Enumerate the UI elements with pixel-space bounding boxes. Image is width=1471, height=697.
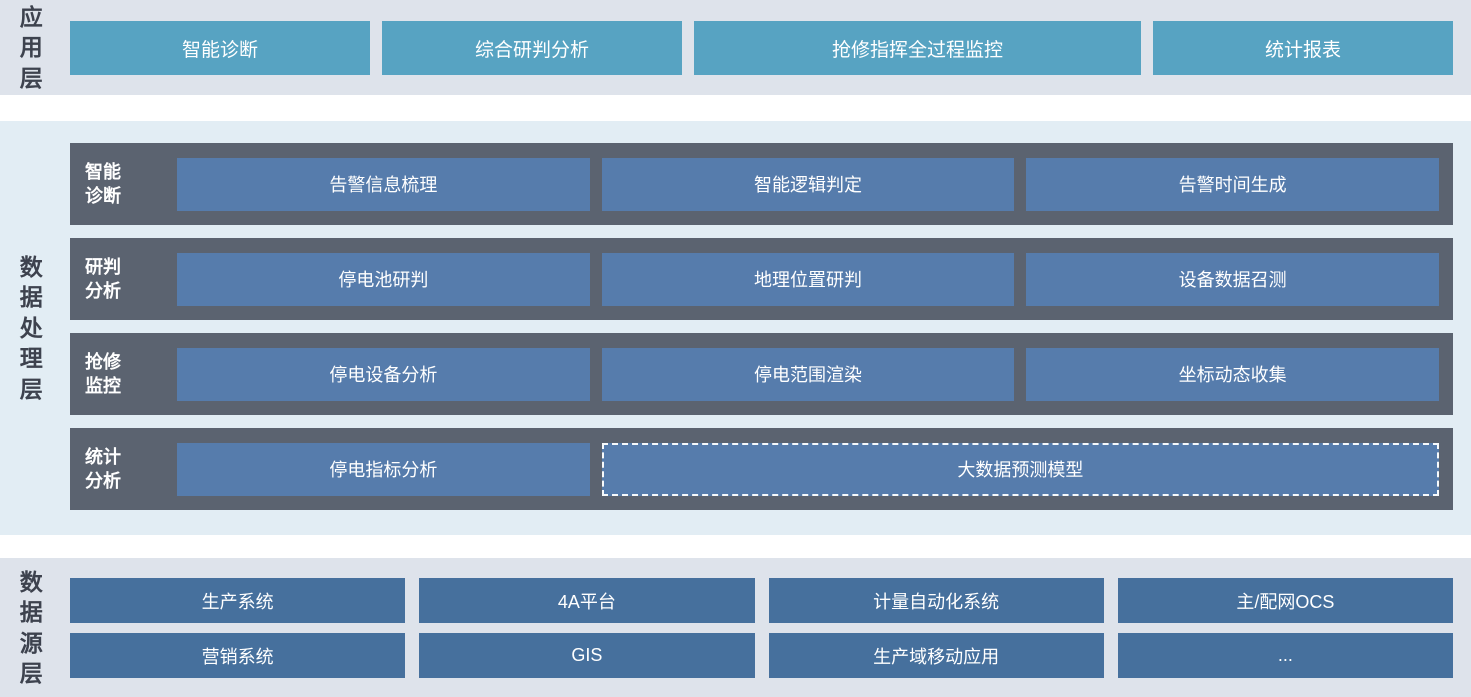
proc-box-smart-logic-judgment: 智能逻辑判定 xyxy=(601,157,1015,211)
proc-box-alarm-info-sorting: 告警信息梳理 xyxy=(177,157,590,211)
proc-row-label: 统计 分析 xyxy=(85,446,121,491)
proc-row-label: 智能 诊断 xyxy=(85,161,121,206)
app-button-repair-command-monitoring: 抢修指挥全过程监控 xyxy=(694,21,1141,75)
proc-box-big-data-prediction-model: 大数据预测模型 xyxy=(601,442,1439,496)
proc-row-boxes: 告警信息梳理 智能逻辑判定 告警时间生成 xyxy=(177,157,1439,211)
source-layer-label-text: 数据源层 xyxy=(19,568,43,686)
proc-row-smart-diagnosis: 智能 诊断 告警信息梳理 智能逻辑判定 告警时间生成 xyxy=(70,143,1453,225)
processing-rows: 智能 诊断 告警信息梳理 智能逻辑判定 告警时间生成 研判 分析 停电池研判 地… xyxy=(70,143,1453,510)
src-box-more: ... xyxy=(1117,633,1453,678)
app-button-statistical-reports: 统计报表 xyxy=(1153,21,1453,75)
processing-layer-label-text: 数据处理层 xyxy=(19,254,43,402)
proc-box-outage-pool-judgment: 停电池研判 xyxy=(177,252,590,306)
src-box-marketing-system: 营销系统 xyxy=(70,633,406,678)
src-box-production-mobile-app: 生产域移动应用 xyxy=(768,633,1104,678)
src-box-production-system: 生产系统 xyxy=(70,578,406,623)
proc-box-geo-location-judgment: 地理位置研判 xyxy=(601,252,1015,306)
processing-layer-label: 数据处理层 xyxy=(19,121,43,535)
proc-box-outage-device-analysis: 停电设备分析 xyxy=(177,347,590,401)
application-layer-label: 应用层 xyxy=(19,0,43,95)
proc-row-statistical-analysis: 统计 分析 停电指标分析 大数据预测模型 xyxy=(70,428,1453,510)
src-box-gis: GIS xyxy=(419,633,755,678)
proc-box-device-data-recall: 设备数据召测 xyxy=(1026,252,1439,306)
proc-box-outage-range-rendering: 停电范围渲染 xyxy=(601,347,1015,401)
proc-box-alarm-time-generation: 告警时间生成 xyxy=(1026,157,1439,211)
src-box-metering-automation-system: 计量自动化系统 xyxy=(768,578,1104,623)
proc-row-boxes: 停电设备分析 停电范围渲染 坐标动态收集 xyxy=(177,347,1439,401)
processing-layer-band: 数据处理层 智能 诊断 告警信息梳理 智能逻辑判定 告警时间生成 研判 分析 停… xyxy=(0,121,1471,535)
proc-row-label: 抢修 监控 xyxy=(85,351,121,396)
source-grid: 生产系统 4A平台 计量自动化系统 主/配网OCS 营销系统 GIS 生产域移动… xyxy=(70,578,1453,678)
proc-row-label: 研判 分析 xyxy=(85,256,121,301)
source-layer-band: 数据源层 生产系统 4A平台 计量自动化系统 主/配网OCS 营销系统 GIS … xyxy=(0,558,1471,697)
proc-box-outage-indicator-analysis: 停电指标分析 xyxy=(177,442,590,496)
application-layer-label-text: 应用层 xyxy=(19,3,43,91)
src-box-4a-platform: 4A平台 xyxy=(419,578,755,623)
proc-row-boxes: 停电池研判 地理位置研判 设备数据召测 xyxy=(177,252,1439,306)
src-box-main-distribution-ocs: 主/配网OCS xyxy=(1117,578,1453,623)
proc-box-coordinate-dynamic-collection: 坐标动态收集 xyxy=(1026,347,1439,401)
application-layer-band: 应用层 智能诊断 综合研判分析 抢修指挥全过程监控 统计报表 xyxy=(0,0,1471,95)
proc-row-repair-monitoring: 抢修 监控 停电设备分析 停电范围渲染 坐标动态收集 xyxy=(70,333,1453,415)
app-button-smart-diagnosis: 智能诊断 xyxy=(70,21,370,75)
source-layer-label: 数据源层 xyxy=(19,558,43,697)
proc-row-boxes: 停电指标分析 大数据预测模型 xyxy=(177,442,1439,496)
proc-row-judgment-analysis: 研判 分析 停电池研判 地理位置研判 设备数据召测 xyxy=(70,238,1453,320)
application-buttons-row: 智能诊断 综合研判分析 抢修指挥全过程监控 统计报表 xyxy=(70,21,1453,75)
app-button-comprehensive-analysis: 综合研判分析 xyxy=(382,21,682,75)
